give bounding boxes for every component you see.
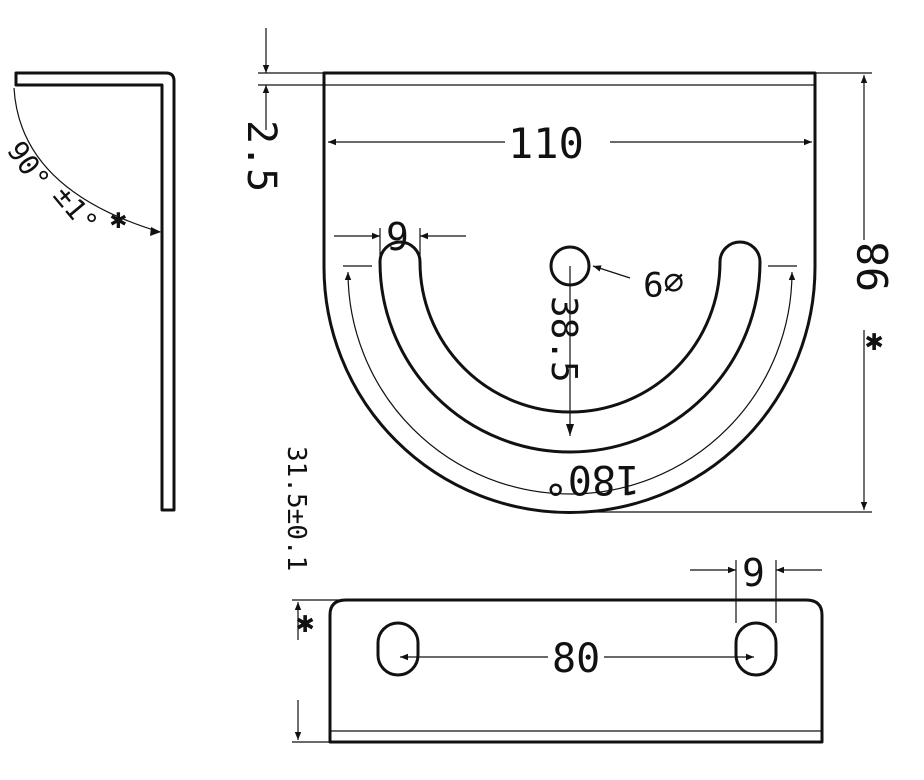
hole-label: ⌀9 (643, 263, 684, 303)
hole-leader (592, 265, 631, 279)
bottom-critical-mark: ✱ (296, 605, 314, 640)
width-label: 110 (508, 119, 584, 168)
bottom-slot-right (734, 621, 778, 677)
angle-arc-arrow (150, 227, 161, 236)
bottom-slot-left (376, 621, 420, 677)
side-critical-mark: ✱ (110, 202, 127, 235)
slot-width-label: 9 (386, 215, 409, 259)
bottom-view: 80 9 31.5±0.1 ✱ (281, 446, 824, 744)
bottom-slot-width-label: 9 (742, 551, 765, 595)
side-profile-outline (14, 71, 176, 512)
height-critical-mark: ✱ (865, 323, 883, 358)
side-angle-label: 90° (0, 135, 56, 195)
hole-offset-label: 38.5 (543, 296, 584, 383)
bottom-height-label: 31.5±0.1 (281, 446, 311, 571)
front-plate-outline (322, 71, 817, 514)
front-view: 2.5 110 9 ⌀9 38.5 180° 98 ✱ (238, 28, 898, 514)
height-label: 98 (849, 241, 898, 292)
arc-label: 180° (544, 456, 640, 502)
u-slot-outline (378, 240, 762, 454)
hole-spacing-label: 80 (552, 636, 600, 682)
thickness-label: 2.5 (238, 120, 284, 192)
side-view: 90° ±1° ✱ (0, 71, 176, 512)
angle-arc (13, 87, 161, 233)
side-tolerance-label: ±1° (47, 179, 105, 239)
hole-offset-arrow (566, 424, 574, 436)
bottom-plate-outline (328, 598, 824, 744)
arc-dimension (344, 271, 796, 495)
